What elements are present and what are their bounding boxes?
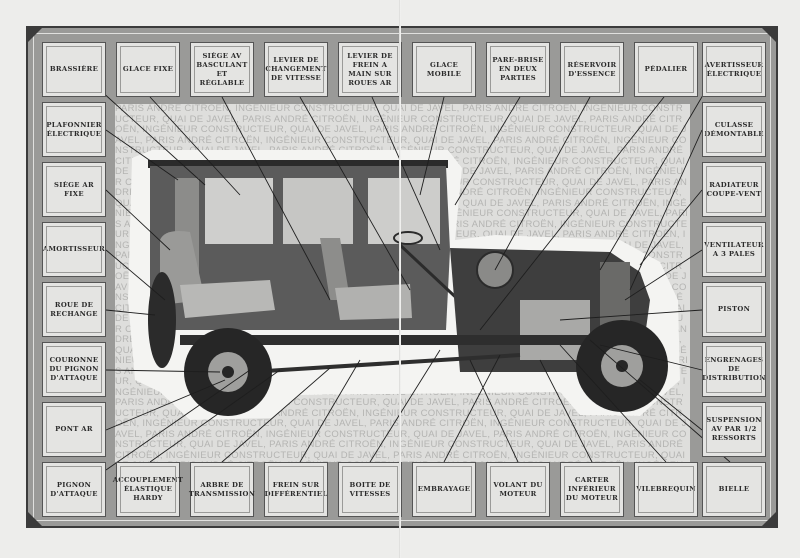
- label-left-2: SIÈGE AR FIXE: [42, 162, 106, 217]
- corner-ornament-br: [762, 512, 776, 526]
- leader-line: [105, 379, 226, 431]
- leader-line: [105, 309, 156, 316]
- leader-line: [469, 359, 519, 463]
- leader-line: [479, 96, 665, 331]
- leader-line: [559, 344, 667, 463]
- label-left-5: COURONNE DU PIGNON D'ATTAQUE: [42, 342, 106, 397]
- label-left-4: ROUE DE RECHANGE: [42, 282, 106, 337]
- label-bottom-1: PIGNON D'ATTAQUE: [42, 462, 106, 517]
- label-bottom-10: BIELLE: [702, 462, 766, 517]
- leader-line: [629, 129, 703, 291]
- label-top-4: LEVIER DE CHANGEMENT DE VITESSE: [264, 42, 328, 97]
- leader-line: [105, 189, 171, 251]
- label-bottom-4: FREIN SUR DIFFÉRENTIEL: [264, 462, 328, 517]
- label-bottom-5: BOITE DE VITESSES: [338, 462, 402, 517]
- corner-ornament-bl: [28, 512, 42, 526]
- leader-line: [99, 89, 206, 186]
- leader-line: [299, 359, 361, 463]
- corner-ornament-tr: [762, 28, 776, 42]
- label-top-10: AVERTISSEUR ÉLECTRIQUE: [702, 42, 766, 97]
- label-top-7: PARE-BRISE EN DEUX PARTIES: [486, 42, 550, 97]
- leader-line: [599, 89, 707, 271]
- leader-line: [539, 359, 593, 463]
- leader-line: [105, 369, 221, 373]
- label-bottom-7: VOLANT DU MOTEUR: [486, 462, 550, 517]
- label-top-3: SIÈGE AV BASCULANT ET RÉGLABLE: [190, 42, 254, 97]
- leader-line: [419, 96, 445, 196]
- leader-line: [105, 249, 166, 301]
- leader-line: [221, 367, 331, 463]
- frame-inner-line: [33, 33, 771, 521]
- label-top-1: BRASSIÈRE: [42, 42, 106, 97]
- leader-line: [443, 354, 501, 463]
- leader-line: [624, 249, 703, 301]
- label-right-3: VENTILATEUR A 3 PALES: [702, 222, 766, 277]
- label-bottom-3: ARBRE DE TRANSMISSION: [189, 462, 255, 517]
- label-right-4: PISTON: [702, 282, 766, 337]
- label-top-9: PÉDALIER: [634, 42, 698, 97]
- label-left-6: PONT AR: [42, 402, 106, 457]
- leader-line: [494, 96, 591, 271]
- leader-line: [299, 96, 411, 291]
- leader-line: [454, 96, 521, 206]
- label-left-3: AMORTISSEUR: [42, 222, 106, 277]
- label-right-2: RADIATEUR COUPE-VENT: [702, 162, 766, 217]
- leader-line: [221, 96, 331, 301]
- label-top-6: GLACE MOBILE: [412, 42, 476, 97]
- leader-line: [149, 96, 241, 196]
- label-bottom-9: VILEBREQUIN: [634, 462, 698, 517]
- leader-line: [371, 96, 441, 251]
- label-right-6: SUSPENSION AV PAR 1/2 RESSORTS: [702, 402, 766, 457]
- leader-line: [639, 189, 703, 266]
- label-top-2: GLACE FIXE: [116, 42, 180, 97]
- leader-line: [639, 379, 703, 431]
- label-top-5: LEVIER DE FREIN A MAIN SUR ROUES AR: [338, 42, 402, 97]
- label-top-8: RÉSERVOIR D'ESSENCE: [560, 42, 624, 97]
- label-right-5: ENGRENAGES DE DISTRIBUTION: [702, 342, 766, 397]
- leader-line: [599, 344, 703, 371]
- leader-line: [105, 369, 251, 471]
- leader-line: [105, 129, 179, 181]
- label-bottom-6: EMBRAYAGE: [412, 462, 476, 517]
- label-right-1: CULASSE DÉMONTABLE: [702, 102, 766, 157]
- label-left-1: PLAFONNIER ÉLECTRIQUE: [42, 102, 106, 157]
- label-bottom-8: CARTER INFÉRIEUR DU MOTEUR: [560, 462, 624, 517]
- leader-line: [149, 369, 281, 463]
- corner-ornament-tl: [28, 28, 42, 42]
- leader-line: [559, 309, 703, 321]
- leader-line: [369, 349, 441, 463]
- label-bottom-2: ACCOUPLEMENT ÉLASTIQUE HARDY: [113, 462, 183, 517]
